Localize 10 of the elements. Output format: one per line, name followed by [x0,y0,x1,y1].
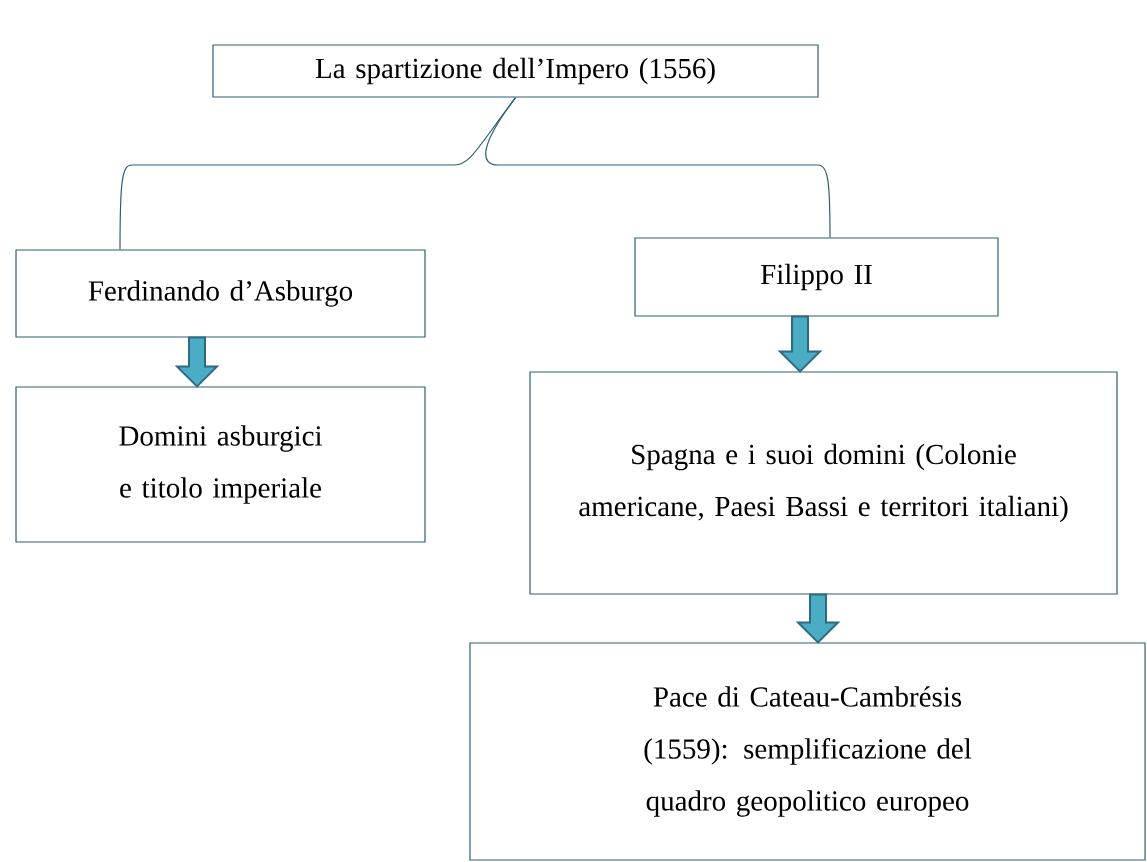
block-arrow [795,593,841,644]
block-arrow [777,315,823,373]
text-box: Pace di Cateau-Cambrésis (1559): semplificazione del quadro geopolitico europeo [469,642,1146,861]
text-box: Ferdinando d’Asburgo [15,249,426,338]
brace-connector [485,97,831,238]
text-box: Filippo II [634,237,999,317]
text-box: La spartizione dell’Impero (1556) [212,44,819,98]
text-box: Domini asburgici e titolo imperiale [15,386,426,543]
block-arrow [174,336,220,388]
text-box: Spagna e i suoi domini (Colonie americane, Paesi Bassi e territori italiani) [529,371,1118,595]
